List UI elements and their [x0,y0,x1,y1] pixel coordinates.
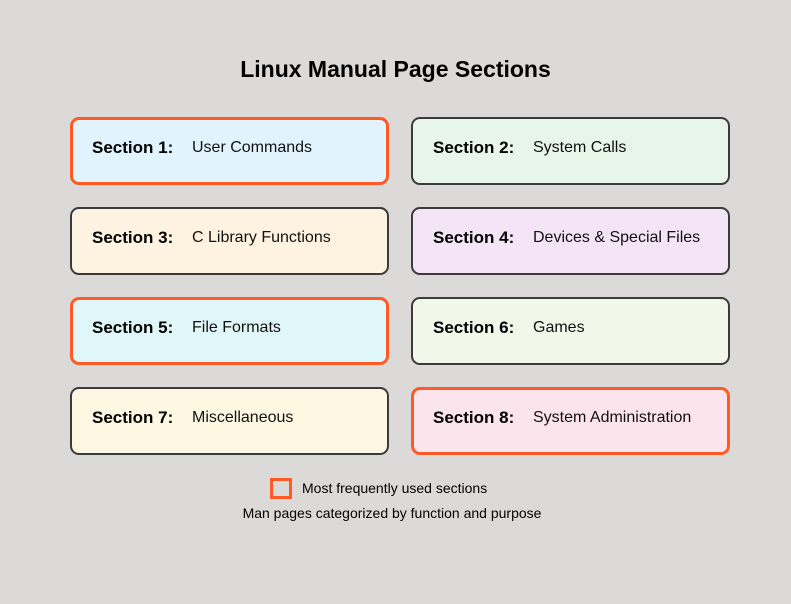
section-number: Section 5: [92,318,174,337]
legend-label: Most frequently used sections [302,480,488,496]
section-number: Section 2: [433,138,515,157]
section-number: Section 4: [433,228,515,247]
section-name: File Formats [192,319,281,336]
section-number: Section 8: [433,408,515,427]
section-number: Section 1: [92,138,174,157]
section-name: C Library Functions [192,229,331,246]
section-name: User Commands [192,139,313,156]
section-8-box: Section 8: System Administration [411,387,730,455]
section-name: Devices & Special Files [533,229,701,246]
section-name: Games [533,319,585,336]
diagram-title: Linux Manual Page Sections [240,56,551,82]
section-name: Miscellaneous [192,409,294,426]
legend-highlight-swatch [270,478,292,499]
section-1-box: Section 1: User Commands [70,117,389,185]
section-5-box: Section 5: File Formats [70,297,389,365]
diagram-caption: Man pages categorized by function and pu… [242,505,542,521]
section-2-box: Section 2: System Calls [411,117,730,185]
section-name: System Administration [533,409,692,426]
section-number: Section 3: [92,228,174,247]
section-7-box: Section 7: Miscellaneous [70,387,389,455]
section-6-box: Section 6: Games [411,297,730,365]
section-name: System Calls [533,139,627,156]
section-number: Section 7: [92,408,174,427]
section-4-box: Section 4: Devices & Special Files [411,207,730,275]
section-number: Section 6: [433,318,515,337]
section-3-box: Section 3: C Library Functions [70,207,389,275]
